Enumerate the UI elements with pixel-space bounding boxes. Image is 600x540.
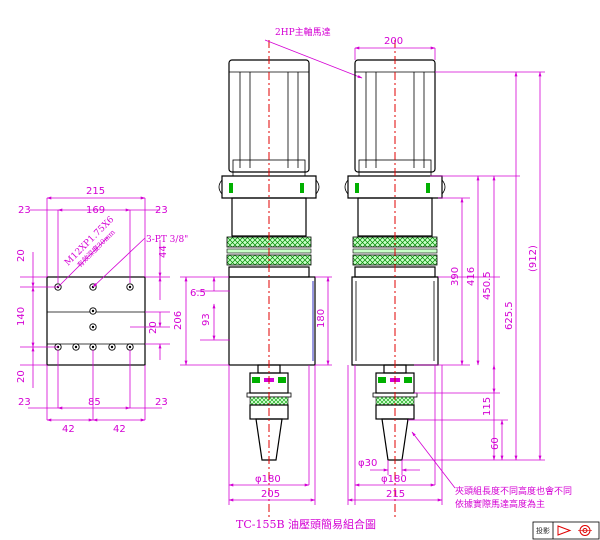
dim-right-44: 44 <box>158 245 169 258</box>
side-view-dimensions <box>180 39 363 520</box>
dim-left-20-bot: 20 <box>16 370 27 383</box>
dim-left-20-top: 20 <box>16 249 27 262</box>
dim-180-side: 180 <box>316 309 327 328</box>
flange-dimensions <box>20 196 170 422</box>
dim-215: 215 <box>386 489 405 500</box>
dim-bot-23-left: 23 <box>18 397 31 408</box>
dim-left-140: 140 <box>16 307 27 326</box>
dim-top-right-23: 23 <box>155 205 168 216</box>
dim-top-inner: 169 <box>86 205 105 216</box>
dim-625-5: 625.5 <box>504 301 515 330</box>
dim-93: 93 <box>201 313 212 326</box>
dim-top-width: 215 <box>86 186 105 197</box>
dim-115: 115 <box>482 397 493 416</box>
dim-60: 60 <box>490 437 501 450</box>
title-block-label: 投影 <box>536 526 550 535</box>
dim-205: 205 <box>261 489 280 500</box>
dim-right-20: 20 <box>148 321 159 334</box>
footnote-line-1: 夾頭組長度不同高度也會不同 <box>455 485 572 497</box>
dim-6-5: 6.5 <box>190 288 206 299</box>
dim-912: (912) <box>528 245 539 272</box>
dim-200: 200 <box>384 36 403 47</box>
dim-bot-42-right: 42 <box>113 424 126 435</box>
dim-phi180-left: φ180 <box>255 474 281 485</box>
front-view-dimensions <box>347 40 545 520</box>
dim-bot-85: 85 <box>88 397 101 408</box>
note-port: 3-PT 3/8" <box>146 235 188 245</box>
dim-bot-23-right: 23 <box>155 397 168 408</box>
drawing-title: TC-155B 油壓頭簡易組合圖 <box>236 517 376 531</box>
dim-top-left-23: 23 <box>18 205 31 216</box>
note-motor: 2HP主軸馬達 <box>275 26 331 38</box>
dim-phi180-right: φ180 <box>381 474 407 485</box>
title-block <box>532 521 600 540</box>
dim-phi30: φ30 <box>358 458 377 469</box>
footnote-line-2: 依據實際馬達高度為主 <box>455 498 545 510</box>
dim-206: 206 <box>173 311 184 330</box>
dim-416: 416 <box>466 267 477 286</box>
dim-bot-42-left: 42 <box>62 424 75 435</box>
dim-390: 390 <box>450 267 461 286</box>
dim-450-5: 450.5 <box>482 271 493 300</box>
